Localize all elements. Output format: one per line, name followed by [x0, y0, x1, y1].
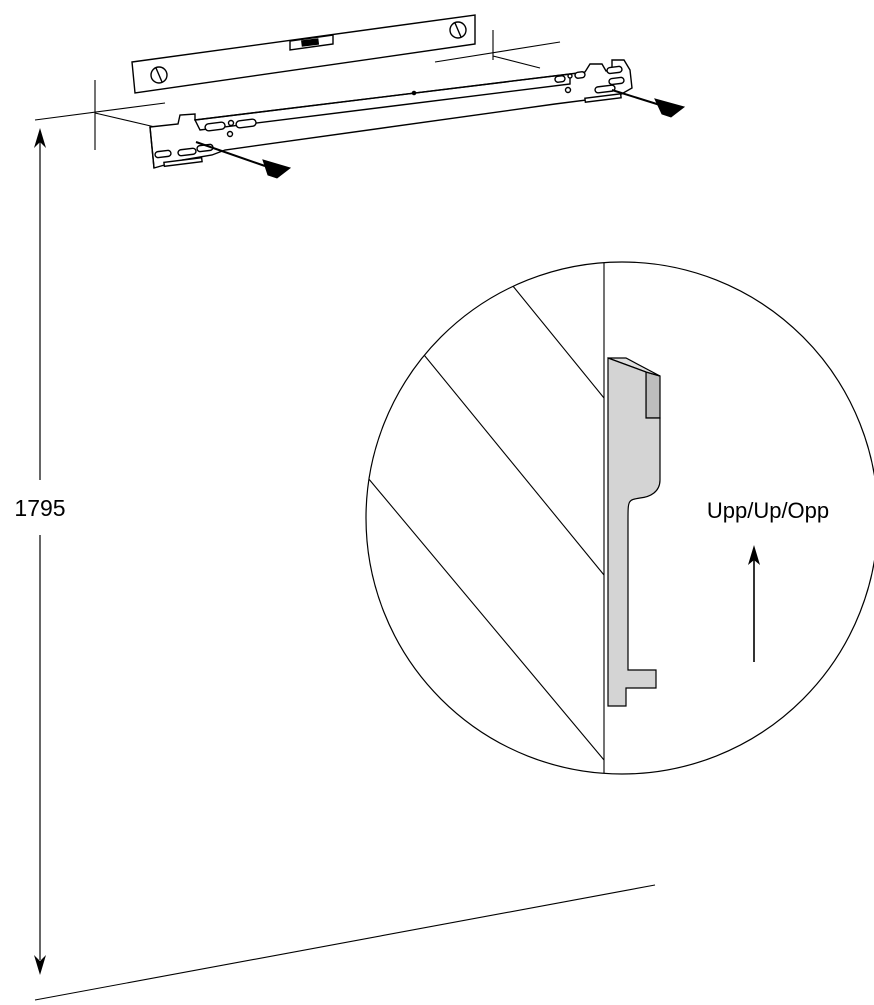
- section-hatch-line: [507, 279, 605, 399]
- bracket-slot: [554, 75, 566, 83]
- bracket-slot: [574, 71, 586, 79]
- detail-magnifier: Upp/Up/Opp: [365, 261, 874, 775]
- hook-body: [607, 357, 661, 707]
- screw-arrow-icon: [195, 89, 686, 179]
- section-hatch-line: [367, 477, 605, 761]
- bracket-slot: [154, 149, 172, 159]
- wall-top-edge-line: [34, 102, 166, 121]
- bracket-slot: [204, 121, 226, 132]
- wall-bottom-edge-line: [34, 884, 656, 1001]
- hook-side-face: [645, 371, 661, 419]
- mounting-hook-icon: [607, 357, 661, 707]
- up-direction-label: Upp/Up/Opp: [707, 498, 829, 523]
- height-dimension-label: 1795: [14, 495, 65, 521]
- bracket-slot: [608, 76, 625, 86]
- spirit-level-icon: [131, 14, 476, 94]
- bracket-offset-lines: [94, 30, 541, 150]
- section-hatch-line: [419, 349, 605, 576]
- wall-bracket-icon: [149, 59, 633, 169]
- dimension-arrowhead-bottom: [34, 955, 46, 975]
- wall-plane: [34, 41, 656, 1001]
- wall-top-edge-line-right: [434, 41, 561, 63]
- dimension-arrowhead-top: [34, 128, 46, 148]
- height-dimension: 1795: [14, 128, 66, 975]
- bracket-slot: [177, 147, 197, 157]
- bracket-slot: [235, 118, 257, 129]
- up-arrow-icon: [748, 545, 760, 662]
- bracket-slot: [606, 65, 623, 75]
- bracket-slot: [594, 84, 616, 94]
